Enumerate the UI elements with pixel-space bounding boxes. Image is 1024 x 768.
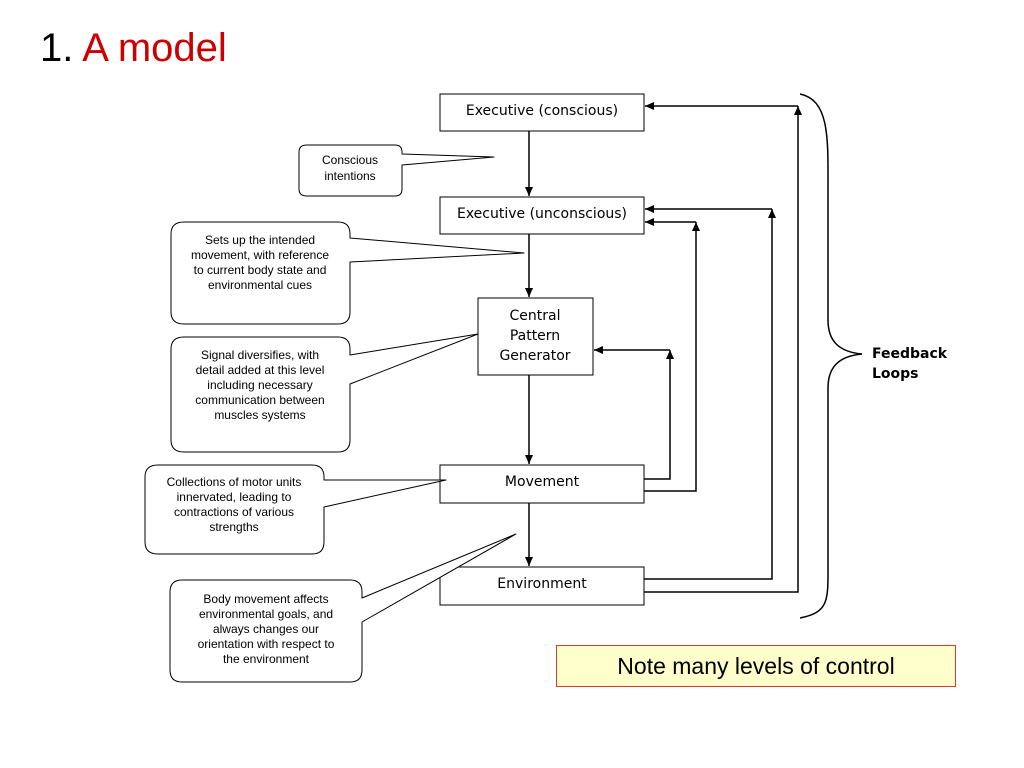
feedback-label-line: Loops [872, 366, 919, 382]
note-text-line: environmental goals, and [199, 607, 333, 621]
title-text: A model [82, 26, 227, 70]
note-text-line: always changes our [213, 622, 319, 636]
note-text-line: Signal diversifies, with [201, 348, 319, 362]
note-signal-diversifies: Signal diversifies, with detail added at… [170, 333, 479, 453]
note-text-line: including necessary [207, 378, 312, 392]
executive-unconscious-box: Executive (unconscious) [439, 196, 645, 235]
note-text-line: orientation with respect to [198, 637, 335, 651]
executive-unconscious-label: Executive (unconscious) [457, 206, 627, 222]
note-text-line: communication between [195, 393, 324, 407]
cpg-box: Central Pattern Generator [477, 297, 594, 376]
note-text-line: contractions of various [174, 505, 294, 519]
title-number: 1. [40, 26, 74, 70]
note-text-line: detail added at this level [196, 363, 325, 377]
feedback-movement-up [644, 350, 674, 480]
note-text-line: environmental cues [208, 278, 312, 292]
note-text-line: Collections of motor units [167, 475, 302, 489]
note-text-line: to current body state and [194, 263, 327, 277]
note-text-line: innervated, leading to [177, 490, 292, 504]
note-collections: Collections of motor units innervated, l… [144, 464, 447, 555]
note-text-line: Conscious [322, 153, 378, 167]
note-text-line: movement, with reference [191, 248, 329, 262]
cpg-label-line: Generator [499, 348, 570, 364]
cpg-label-line: Central [510, 308, 561, 324]
note-text-line: muscles systems [214, 408, 305, 422]
note-text-line: Sets up the intended [205, 233, 315, 247]
executive-conscious-box: Executive (conscious) [439, 93, 645, 132]
movement-box: Movement [439, 464, 645, 504]
note-conscious-intentions: Conscious intentions [298, 144, 495, 197]
movement-label: Movement [505, 474, 580, 490]
environment-box: Environment [439, 566, 645, 606]
cpg-label-line: Pattern [510, 328, 560, 344]
feedback-movement-to-unconscious-up [644, 222, 700, 492]
note-body-movement: Body movement affects environmental goal… [169, 533, 517, 683]
control-levels-callout: Note many levels of control [556, 645, 956, 687]
note-text-line: intentions [324, 169, 375, 183]
feedback-environment-up [644, 209, 776, 580]
feedback-label-line: Feedback [872, 346, 948, 362]
note-text-line: strengths [209, 520, 258, 534]
feedback-environment-to-conscious-up [644, 106, 802, 593]
environment-label: Environment [497, 576, 587, 592]
note-text-line: Body movement affects [203, 592, 328, 606]
note-sets-up: Sets up the intended movement, with refe… [170, 221, 525, 325]
note-text-line: the environment [223, 652, 310, 666]
feedback-brace [799, 93, 863, 619]
executive-conscious-label: Executive (conscious) [466, 103, 618, 119]
slide-title: 1. A model [40, 26, 227, 70]
